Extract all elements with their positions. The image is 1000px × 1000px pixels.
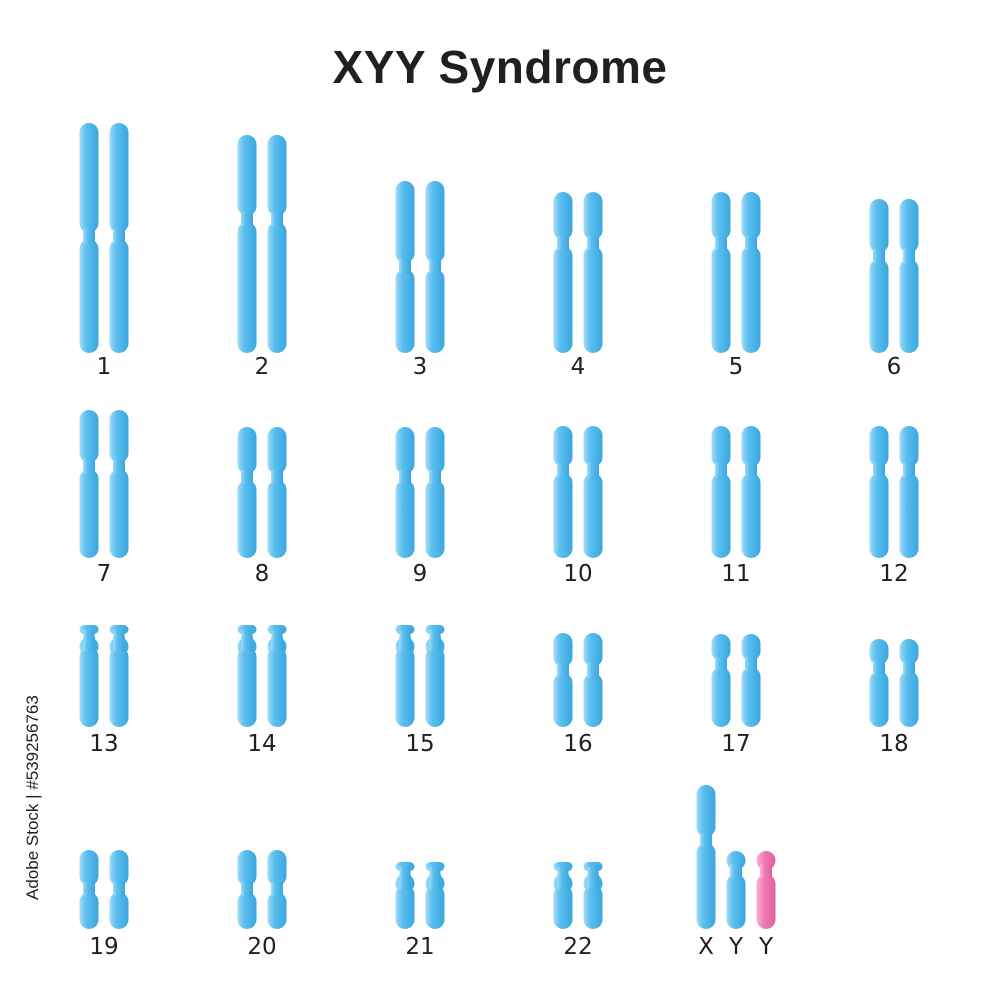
extra-y-chromosome: [756, 851, 776, 929]
stock-credit: Adobe Stock | #539256763: [23, 695, 42, 900]
chromosome-pair-11: [711, 426, 761, 558]
chromosome-pair-3: [395, 181, 445, 353]
chromosome-label-18: 18: [879, 731, 908, 757]
chromosome-pair-7: [79, 410, 129, 558]
chromosome-label-3: 3: [413, 354, 428, 380]
chromosome-pair-22: [553, 862, 603, 929]
chromosome-pair-8: [237, 427, 287, 558]
chromosome-pair-16: [553, 633, 603, 727]
chromosome-pair-10: [553, 426, 603, 558]
chromosome-label-10: 10: [563, 561, 592, 587]
chromosome-pair-15: [395, 625, 445, 727]
chromosome-label-6: 6: [887, 354, 902, 380]
sex-chromosome-label-2: Y: [728, 934, 744, 960]
chromosome-label-17: 17: [721, 731, 750, 757]
chromosome-label-14: 14: [247, 731, 276, 757]
chromosome-pair-19: [79, 850, 129, 929]
chromosome-label-12: 12: [879, 561, 908, 587]
chromosome-label-1: 1: [97, 354, 112, 380]
chromosome-pair-21: [395, 862, 445, 929]
chromosome-label-19: 19: [89, 934, 118, 960]
chromosome-pair-9: [395, 427, 445, 558]
chromosome-pair-1: [79, 123, 129, 353]
chromosome-pair-12: [869, 426, 919, 558]
chromosome-label-21: 21: [405, 934, 434, 960]
x-chromosome: [696, 785, 716, 929]
chromosome-pair-20: [237, 850, 287, 929]
chromosome-label-4: 4: [571, 354, 586, 380]
chromosome-pair-13: [79, 625, 129, 727]
chromosome-pair-4: [553, 192, 603, 353]
chromosome-label-5: 5: [729, 354, 744, 380]
chromosome-label-8: 8: [255, 561, 270, 587]
chromosome-label-13: 13: [89, 731, 118, 757]
chromosome-label-9: 9: [413, 561, 428, 587]
chromosome-pair-5: [711, 192, 761, 353]
chromosome-pair-18: [869, 639, 919, 727]
sex-chromosome-label-1: X: [698, 934, 714, 960]
chromosome-label-15: 15: [405, 731, 434, 757]
chromosome-pair-2: [237, 135, 287, 353]
chromosome-label-7: 7: [97, 561, 112, 587]
chromosome-pair-17: [711, 634, 761, 727]
chromosome-pair-6: [869, 199, 919, 353]
chromosome-label-22: 22: [563, 934, 592, 960]
chromosome-label-11: 11: [721, 561, 750, 587]
page-title: XYY Syndrome: [332, 41, 668, 93]
chromosome-pair-14: [237, 625, 287, 727]
chromosome-label-2: 2: [255, 354, 270, 380]
sex-chromosome-label-3: Y: [758, 934, 774, 960]
chromosome-label-20: 20: [247, 934, 276, 960]
chromosome-label-16: 16: [563, 731, 592, 757]
y-chromosome: [726, 851, 746, 929]
